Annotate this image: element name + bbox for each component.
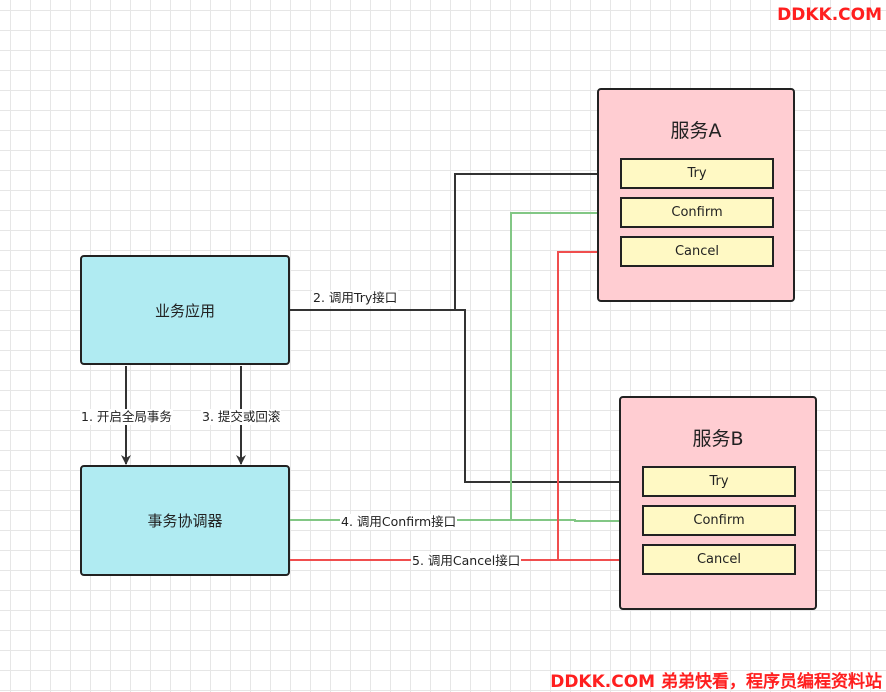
business-app-label: 业务应用	[154, 301, 215, 320]
service-b-title: 服务B	[692, 428, 744, 450]
service-a-title: 服务A	[670, 120, 722, 142]
edge-label-begin: 1. 开启全局事务	[80, 409, 173, 425]
watermark-bottom: DDKK.COM 弟弟快看，程序员编程资料站	[550, 672, 882, 692]
edge-try-a	[290, 169, 618, 311]
coordinator-label: 事务协调器	[147, 512, 223, 530]
service-b-cancel[interactable]: Cancel	[642, 544, 796, 575]
coordinator-node[interactable]: 事务协调器	[80, 465, 290, 576]
service-a-confirm[interactable]: Confirm	[620, 197, 774, 228]
edge-label-commit-rollback: 3. 提交或回滚	[201, 409, 282, 425]
service-b-try[interactable]: Try	[642, 466, 796, 497]
edge-label-call-try: 2. 调用Try接口	[312, 290, 399, 306]
service-a-container[interactable]: 服务A Try Confirm Cancel	[597, 88, 795, 302]
service-b-confirm[interactable]: Confirm	[642, 505, 796, 536]
service-a-cancel[interactable]: Cancel	[620, 236, 774, 267]
edge-confirm-a	[510, 208, 618, 520]
service-b-container[interactable]: 服务B Try Confirm Cancel	[619, 396, 817, 610]
edge-label-call-cancel: 5. 调用Cancel接口	[411, 553, 522, 569]
edge-label-call-confirm: 4. 调用Confirm接口	[340, 514, 458, 530]
business-app-node[interactable]: 业务应用	[80, 255, 290, 365]
service-a-try[interactable]: Try	[620, 158, 774, 189]
watermark-top: DDKK.COM	[777, 5, 882, 25]
edge-try-b	[455, 309, 640, 487]
